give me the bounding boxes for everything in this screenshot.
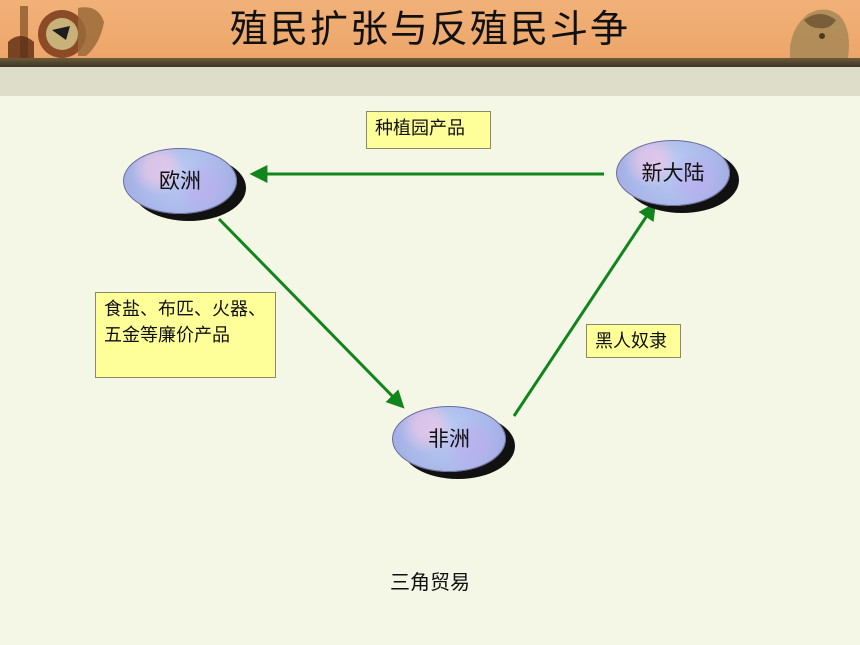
node-africa: 非洲	[392, 406, 506, 472]
arrow-europe-to-africa	[217, 217, 405, 409]
node-new-world-label: 新大陆	[641, 161, 705, 185]
node-europe: 欧洲	[123, 148, 237, 214]
diagram-caption: 三角贸易	[390, 570, 470, 594]
node-africa-label: 非洲	[428, 427, 470, 451]
slide-title: 殖民扩张与反殖民斗争	[229, 7, 630, 51]
label-cheap-goods: 食盐、布匹、火器、五金等廉价产品	[95, 292, 276, 378]
statue-decoration-icon	[789, 9, 849, 58]
label-plantation-products: 种植园产品	[366, 111, 491, 149]
node-europe-label: 欧洲	[159, 169, 201, 193]
slide-header	[0, 0, 860, 58]
label-slaves: 黑人奴隶	[586, 324, 681, 358]
header-divider	[0, 58, 860, 67]
warrior-decoration-icon	[8, 6, 104, 58]
node-new-world: 新大陆	[616, 140, 730, 206]
arrow-africa-to-new-world	[512, 202, 656, 417]
header-band	[0, 67, 860, 96]
